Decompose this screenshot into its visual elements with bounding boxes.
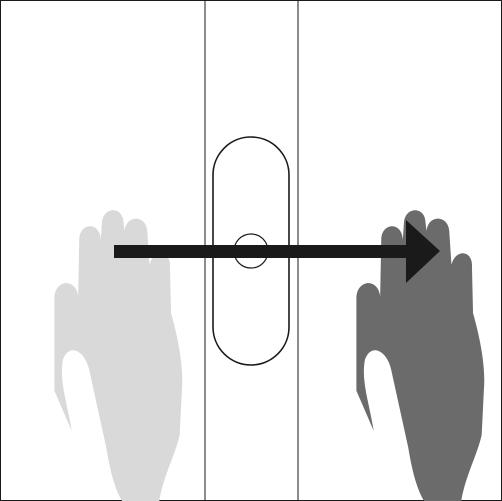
arrow-shaft <box>114 245 412 258</box>
